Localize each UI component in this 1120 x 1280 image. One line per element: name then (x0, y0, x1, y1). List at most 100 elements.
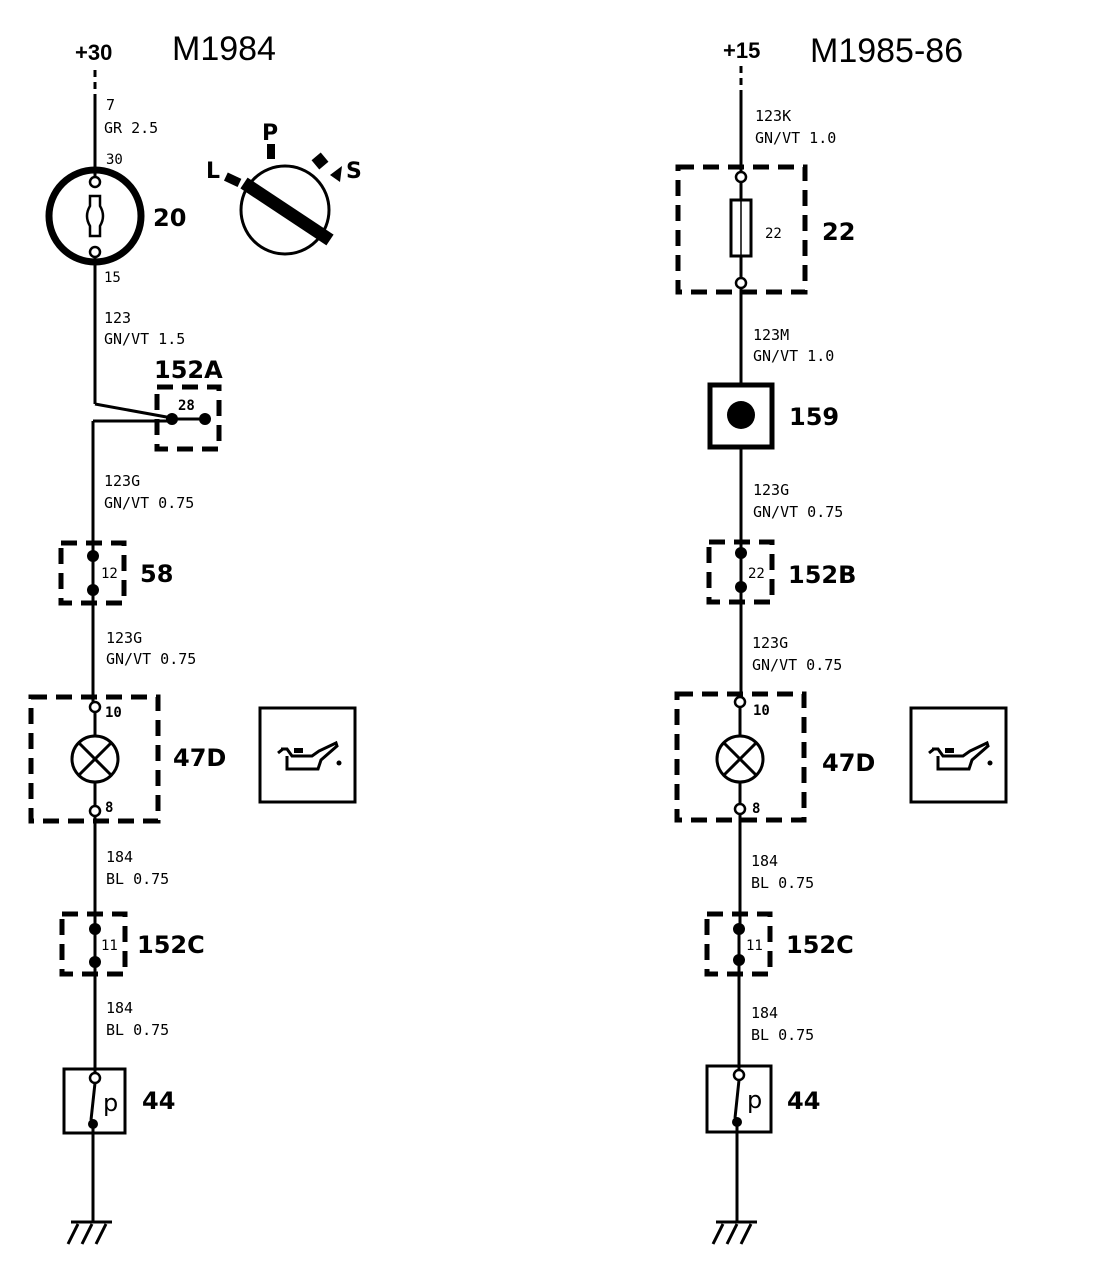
left-supply-label: +30 (75, 40, 112, 65)
connector-152a: 152A 28 (93, 356, 223, 452)
lamp-terminal-10 (88, 700, 102, 714)
connector-152c-left: 11 152C (59, 911, 205, 977)
sensor-contact (733, 1079, 741, 1119)
right-w2-spec: GN/VT 1.0 (753, 347, 834, 365)
right-w6-spec: BL 0.75 (751, 1026, 814, 1044)
warning-lamp-47d-left: 10 8 47D (28, 694, 226, 824)
switch-marker-s2 (330, 166, 342, 182)
ground-hatch-1 (711, 1223, 725, 1245)
ignition-terminal-15 (88, 245, 102, 259)
right-w3-spec: GN/VT 0.75 (753, 503, 843, 521)
switch-marker-l (223, 172, 242, 188)
ground-hatch-2 (80, 1223, 94, 1245)
right-w5-spec: BL 0.75 (751, 874, 814, 892)
connector-152c-right: 11 152C (704, 911, 854, 977)
ignition-pin-top: 30 (106, 152, 123, 168)
sensor-ref: 44 (142, 1087, 175, 1115)
right-w4-id: 123G (752, 634, 788, 652)
lamp-terminal-8 (733, 802, 747, 816)
conn-152c-ref: 152C (137, 931, 205, 959)
right-w4-spec: GN/VT 0.75 (752, 656, 842, 674)
oil-can-drop (336, 760, 342, 766)
warning-lamp-47d-right: 10 8 47D (674, 691, 875, 823)
sensor-44-box (705, 1064, 773, 1134)
left-w5-id: 184 (106, 848, 133, 866)
splice-dot-icon (727, 401, 755, 429)
conn-58-ref: 58 (140, 560, 173, 588)
sensor-pivot (732, 1117, 742, 1127)
right-w3-id: 123G (753, 481, 789, 499)
oil-can-drop (987, 760, 993, 766)
oil-can-icon (909, 706, 1008, 804)
switch-label-p: P (262, 121, 278, 146)
switch-bar (240, 177, 334, 246)
oil-can-body (281, 740, 339, 771)
right-supply-label: +15 (723, 38, 760, 63)
fuse-22: 22 22 (675, 164, 855, 295)
sensor-pivot (88, 1119, 98, 1129)
switch-body (239, 164, 331, 256)
left-w3-spec: GN/VT 0.75 (104, 494, 194, 512)
lamp-ref: 47D (173, 744, 226, 772)
left-title: M1984 (172, 30, 276, 68)
left-w6-spec: BL 0.75 (106, 1021, 169, 1039)
sensor-terminal (88, 1071, 102, 1085)
connector-152b: 22 152B (706, 539, 856, 605)
left-w1-id: 7 (106, 96, 115, 114)
sensor-terminal (732, 1068, 746, 1082)
conn-152a-in (94, 402, 173, 420)
conn-152c-pin: 11 (746, 938, 763, 954)
key-slot-icon (85, 194, 105, 238)
fuse-label: 22 (765, 226, 782, 242)
switch-label-l: L (206, 159, 220, 184)
lamp-pin-top: 10 (105, 705, 122, 721)
oil-can-body (932, 740, 990, 771)
oil-pressure-sensor-44-right: p 44 (705, 1064, 820, 1134)
right-circuit: M1985-86 +15 123K GN/VT 1.0 22 22 123M G… (674, 32, 1008, 1245)
left-w2-spec: GN/VT 1.5 (104, 330, 185, 348)
ground-icon (711, 1220, 757, 1245)
lamp-pin-top: 10 (753, 703, 770, 719)
splice-ref: 159 (789, 403, 839, 431)
ignition-lock-20: 30 15 20 (45, 152, 186, 286)
conn-152b-pin: 22 (748, 566, 765, 582)
switch-marker-p (267, 144, 275, 159)
left-w5-spec: BL 0.75 (106, 870, 169, 888)
sensor-ref: 44 (787, 1087, 820, 1115)
oil-pressure-sensor-44-left: p 44 (62, 1067, 175, 1135)
oil-can-icon (258, 706, 357, 804)
right-title: M1985-86 (810, 32, 963, 70)
right-w6-id: 184 (751, 1004, 778, 1022)
splice-159: 159 (707, 382, 839, 450)
lamp-ref: 47D (822, 749, 875, 777)
sensor-symbol: p (103, 1089, 118, 1117)
ground-hatch-3 (94, 1223, 108, 1245)
left-w6-id: 184 (106, 999, 133, 1017)
ground-hatch-2 (725, 1223, 739, 1245)
oil-can-handle (277, 747, 284, 755)
conn-58-pin: 12 (101, 566, 118, 582)
connector-58: 12 58 (58, 540, 173, 606)
lamp-pin-bottom: 8 (105, 800, 113, 816)
oil-can-handle (928, 747, 935, 755)
conn-152a-box (154, 384, 222, 452)
ground-icon (66, 1220, 112, 1245)
switch-marker-s1 (311, 152, 329, 170)
left-circuit: M1984 +30 7 GR 2.5 30 15 20 L P S (28, 30, 362, 1245)
oil-can-cap (294, 748, 303, 753)
conn-152a-pin-b (199, 413, 211, 425)
lamp-47d-box (674, 691, 807, 823)
ignition-terminal-30 (88, 175, 102, 189)
sensor-symbol: p (747, 1086, 762, 1114)
conn-152c-ref: 152C (786, 931, 854, 959)
switch-label-s: S (346, 159, 362, 184)
oil-can-frame (909, 706, 1008, 804)
left-w4-id: 123G (106, 629, 142, 647)
conn-152c-pin: 11 (101, 938, 118, 954)
left-w3-id: 123G (104, 472, 140, 490)
oil-can-cap (945, 748, 954, 753)
lamp-terminal-8 (88, 804, 102, 818)
fuse-terminal-bottom (734, 276, 748, 290)
conn-152b-ref: 152B (788, 561, 856, 589)
